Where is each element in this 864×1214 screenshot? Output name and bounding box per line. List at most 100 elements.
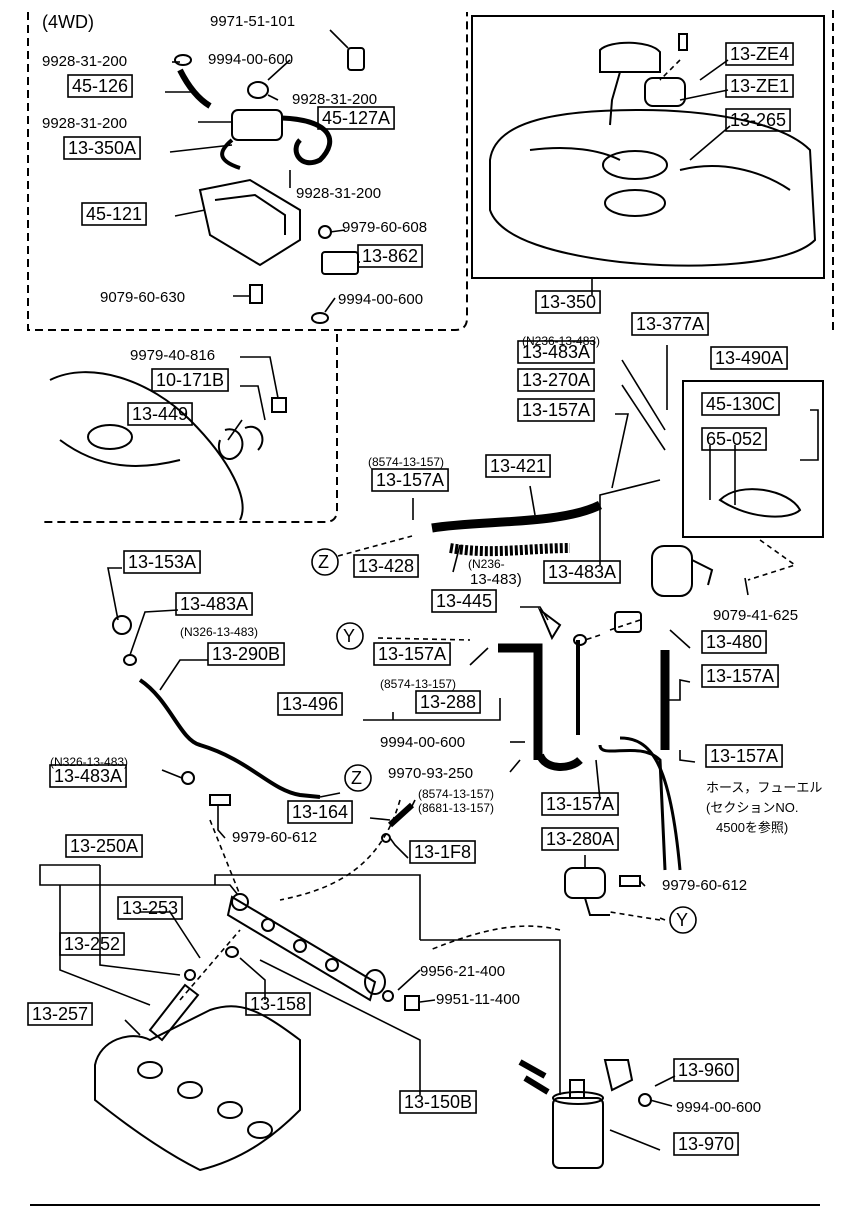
- part-number-text: 13-970: [678, 1134, 734, 1154]
- bolt-part-number: (N326-13-483): [180, 625, 258, 639]
- bolt-part-number: (8681-13-157): [418, 801, 494, 815]
- canister-assembly: [174, 47, 365, 324]
- part-number-text: 9928-31-200: [42, 115, 127, 132]
- fuel-filter: [537, 488, 802, 646]
- part-number-text: 13-350: [540, 292, 596, 312]
- region-frames: [27, 10, 834, 1206]
- part-number-box: 13-ZE4: [725, 42, 794, 66]
- part-number-text: 13-153A: [128, 552, 196, 572]
- part-number-box: 45-130C: [701, 392, 780, 416]
- part-box-frame: [710, 346, 788, 370]
- part-box-frame: [117, 896, 183, 920]
- part-box-frame: [415, 690, 481, 714]
- bolt-part-number: 9994-00-600: [380, 734, 465, 751]
- part-box-frame: [725, 74, 794, 98]
- part-number-text: 13-483A: [180, 594, 248, 614]
- bolt-part-number: (8574-13-157): [418, 787, 494, 801]
- bolt-part-number: 9971-51-101: [210, 13, 295, 30]
- part-number-box: 13-157A: [701, 664, 779, 688]
- part-number-box: 13-350A: [63, 136, 141, 160]
- part-number-text: 9951-11-400: [436, 991, 520, 1008]
- part-box-frame: [371, 468, 449, 492]
- part-number-text: 9979-60-612: [662, 877, 747, 894]
- part-number-text: 13-428: [358, 556, 414, 576]
- part-number-box: 45-127A: [317, 106, 395, 130]
- part-number-box: 13-280A: [541, 827, 619, 851]
- filler-neck: [49, 371, 287, 521]
- part-number-text: 45-127A: [322, 108, 390, 128]
- part-number-text: 13-ZE4: [730, 44, 789, 64]
- bolt-part-number: 9979-60-612: [232, 829, 317, 846]
- part-number-text: 13-290B: [212, 644, 280, 664]
- part-box-frame: [409, 840, 476, 864]
- bolt-part-number: 9994-00-600: [676, 1099, 761, 1116]
- callout-markers: [311, 535, 697, 934]
- part-number-text: 13-157A: [522, 400, 590, 420]
- callout-z-line: [344, 764, 372, 792]
- part-number-text: (N236-: [468, 557, 505, 571]
- part-number-text: 13-157A: [546, 794, 614, 814]
- part-number-text: 13-157A: [378, 644, 446, 664]
- part-number-text: 13-252: [64, 934, 120, 954]
- part-number-box: 13-862: [357, 244, 423, 268]
- part-number-box: 13-253: [117, 896, 183, 920]
- part-box-frame: [49, 764, 127, 788]
- part-number-text: 9956-21-400: [420, 963, 505, 980]
- part-box-frame: [151, 368, 229, 392]
- part-box-frame: [357, 244, 423, 268]
- part-number-text: 13-288: [420, 692, 476, 712]
- part-number-text: (8681-13-157): [418, 801, 494, 815]
- part-box-frame: [543, 560, 621, 584]
- part-number-text: 10-171B: [156, 370, 224, 390]
- part-box-frame: [127, 402, 193, 426]
- callout-z-line-text: Z: [351, 768, 362, 788]
- part-box-frame: [27, 1002, 93, 1026]
- part-box-frame: [67, 74, 133, 98]
- part-box-frame: [207, 642, 285, 666]
- bolt-part-number: 9928-31-200: [42, 115, 127, 132]
- part-box-frame: [517, 340, 595, 364]
- part-number-text: 9928-31-200: [42, 53, 127, 70]
- part-number-text: 9994-00-600: [676, 1099, 761, 1116]
- part-number-text: 13-257: [32, 1004, 88, 1024]
- part-number-text: (N326-13-483): [180, 625, 258, 639]
- bracket-kit-frame: [682, 380, 824, 538]
- part-number-text: 13-158: [250, 994, 306, 1014]
- part-box-frame: [535, 290, 601, 314]
- part-number-box: 13-157A: [705, 744, 783, 768]
- part-number-box: 13-421: [485, 454, 551, 478]
- bolt-part-number: 9979-60-608: [342, 219, 427, 236]
- region-4wd-label: (4WD): [42, 12, 94, 32]
- callout-y-mid-text: Y: [343, 626, 355, 646]
- part-number-box: 13-377A: [631, 312, 709, 336]
- part-number-text: 13-862: [362, 246, 418, 266]
- callout-y-bottom: [669, 906, 697, 934]
- part-number-box: 13-288: [415, 690, 481, 714]
- part-number-text: 9979-60-612: [232, 829, 317, 846]
- part-number-text: 9079-41-625: [713, 607, 798, 624]
- note-line-1: ホース，フューエル: [706, 780, 822, 795]
- part-number-text: 9979-60-608: [342, 219, 427, 236]
- bolt-part-number: 9994-00-600: [338, 291, 423, 308]
- part-number-text: 9928-31-200: [296, 185, 381, 202]
- part-number-text: 9994-00-600: [380, 734, 465, 751]
- part-number-box: 13-153A: [123, 550, 201, 574]
- part-box-frame: [485, 454, 551, 478]
- bolt-part-number: 9951-11-400: [436, 991, 520, 1008]
- note-line-2: (セクションNO.: [706, 800, 798, 815]
- part-box-frame: [725, 108, 791, 132]
- part-number-box: 13-970: [673, 1132, 739, 1156]
- intake-manifold: [94, 1005, 301, 1172]
- part-number-text: 45-121: [86, 204, 142, 224]
- bolt-part-number: 13-483): [470, 571, 522, 588]
- part-box-frame: [705, 744, 783, 768]
- part-box-frame: [517, 368, 595, 392]
- part-number-text: 13-483A: [548, 562, 616, 582]
- part-number-text: 13-1F8: [414, 842, 471, 862]
- part-number-box: 13-445: [431, 589, 497, 613]
- part-number-text: (8574-13-157): [418, 787, 494, 801]
- part-box-frame: [317, 106, 395, 130]
- part-number-text: 45-130C: [706, 394, 775, 414]
- part-number-text: 13-150B: [404, 1092, 472, 1112]
- part-number-text: 9994-00-600: [338, 291, 423, 308]
